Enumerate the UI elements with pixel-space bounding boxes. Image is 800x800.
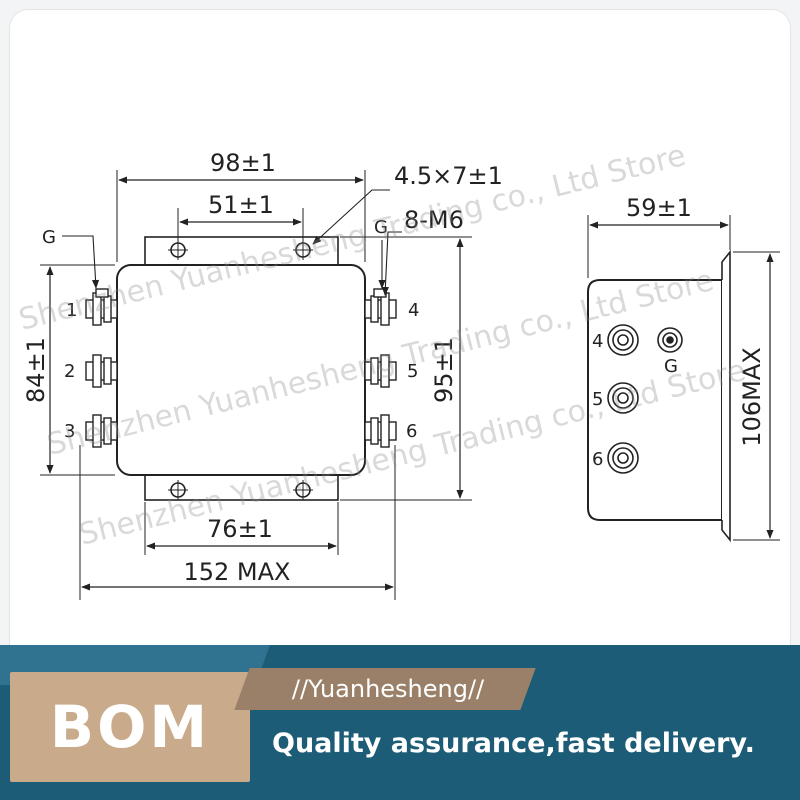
- leader-slot: [312, 189, 390, 245]
- dim-slot: 4.5×7±1: [394, 162, 503, 190]
- terminal-5: [364, 354, 397, 388]
- mount-hole-bottom-right: [293, 480, 313, 500]
- side-terminal-6: [607, 442, 639, 474]
- terminal-label-6: 6: [406, 421, 417, 442]
- brand-box: BOM: [10, 672, 250, 782]
- slogan: Quality assurance,fast delivery.: [272, 728, 755, 759]
- side-terminal-label-4: 4: [592, 331, 603, 352]
- leader-ground-left: [62, 235, 100, 289]
- side-terminal-label-6: 6: [592, 449, 603, 470]
- terminal-label-4: 4: [408, 300, 419, 321]
- ground-label-left: G: [42, 227, 56, 248]
- dim-bottom-spacing: 76±1: [207, 515, 273, 543]
- terminal-label-5: 5: [407, 361, 418, 382]
- mount-hole-bottom-left: [168, 480, 188, 500]
- terminal-3: [85, 414, 118, 448]
- terminal-label-1: 1: [66, 300, 77, 321]
- technical-drawing: 98±1 51±1 4.5×7±1 8-M6 84±1 95±1 76±1 15…: [15, 138, 780, 600]
- terminal-6: [364, 414, 397, 448]
- terminal-4: [364, 288, 397, 326]
- side-ground-label: G: [664, 356, 678, 377]
- front-view: [40, 170, 472, 600]
- side-extension-lines: [587, 215, 780, 541]
- extension-lines: [40, 170, 472, 600]
- brand-text: BOM: [49, 693, 211, 761]
- side-terminal-5: [607, 382, 639, 414]
- side-terminal-label-5: 5: [592, 389, 603, 410]
- terminal-1: [85, 288, 118, 326]
- dim-height-flange: 95±1: [430, 337, 458, 403]
- side-ground-terminal: [657, 327, 683, 353]
- company-name: //Yuanhesheng//: [291, 675, 485, 703]
- terminal-label-3: 3: [64, 421, 75, 442]
- dim-mount-spacing: 51±1: [208, 191, 274, 219]
- dim-height-max: 106MAX: [738, 347, 766, 446]
- ground-label-right: G: [374, 217, 388, 238]
- dim-width-total: 98±1: [210, 149, 276, 177]
- terminal-label-2: 2: [64, 361, 75, 382]
- dim-height-body: 84±1: [22, 337, 50, 403]
- dim-depth: 59±1: [626, 194, 692, 222]
- dim-overall-length: 152 MAX: [183, 558, 290, 586]
- side-flange: [721, 249, 731, 543]
- mount-hole-top-right: [293, 240, 313, 260]
- side-terminal-4: [607, 324, 639, 356]
- dim-thread: 8-M6: [404, 206, 464, 234]
- terminal-2: [85, 354, 118, 388]
- mount-hole-top-left: [168, 240, 188, 260]
- top-flange: [144, 236, 339, 268]
- leader-thread: [381, 231, 402, 296]
- side-view: [587, 215, 780, 543]
